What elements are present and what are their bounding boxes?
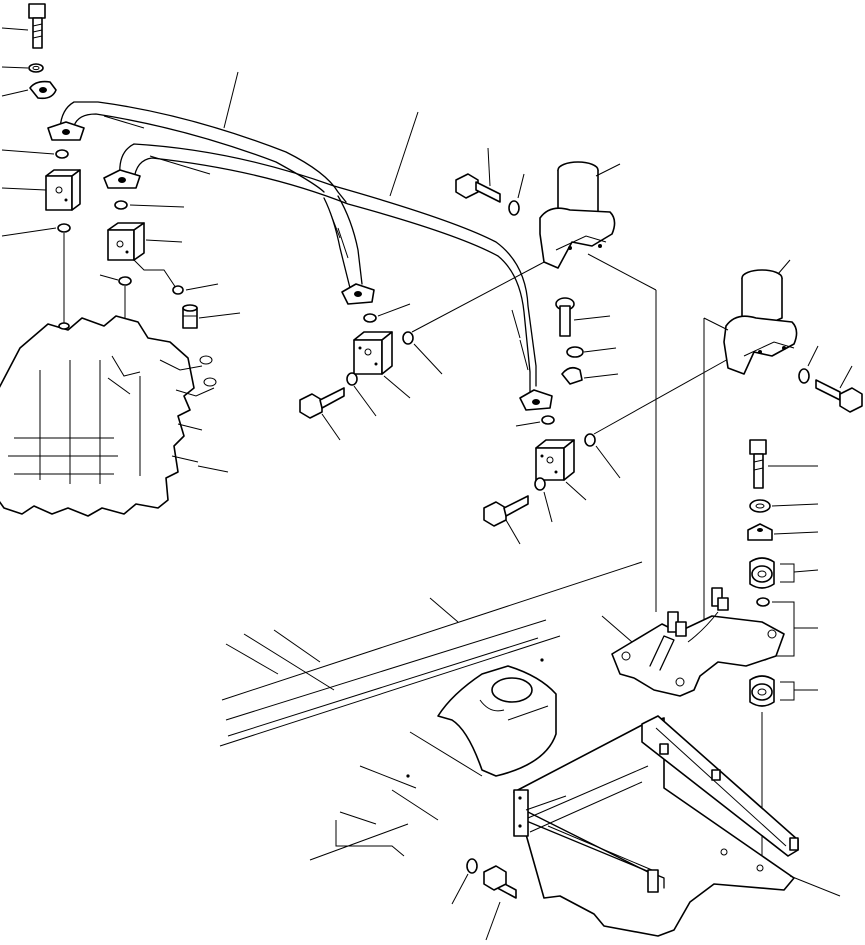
leader-line <box>601 615 633 643</box>
leader-line <box>389 111 419 197</box>
connector-block-center <box>353 331 393 375</box>
leader-line <box>485 901 501 941</box>
leader-line <box>1 149 55 155</box>
solenoid-valve-2 <box>723 269 798 375</box>
washer <box>508 200 520 216</box>
bolt-vertical <box>555 297 575 337</box>
connection-line <box>411 259 549 333</box>
leader-line <box>565 481 587 501</box>
washer <box>566 346 584 358</box>
left-bolt <box>28 3 46 49</box>
bolt-center <box>299 387 345 419</box>
o-ring <box>114 200 128 210</box>
leader-line <box>198 312 241 319</box>
rubber-mount-lower <box>749 675 775 707</box>
leader-line <box>451 873 469 905</box>
frame-lines <box>219 561 643 861</box>
bracket-callout <box>780 563 795 583</box>
leader-line <box>133 259 177 289</box>
leader-line <box>1 66 29 69</box>
washer <box>534 477 546 491</box>
leader-line <box>773 531 819 535</box>
leader-line <box>583 373 619 379</box>
bracket-callout <box>780 681 795 701</box>
connection-line <box>593 357 731 435</box>
leader-line <box>1 89 29 97</box>
leader-line <box>505 519 521 545</box>
leader-line <box>185 283 219 291</box>
washer <box>749 499 771 513</box>
fitting-elbow <box>561 366 583 385</box>
leader-line <box>1 27 29 31</box>
o-ring <box>57 223 71 233</box>
bolt-solenoid-2 <box>815 379 863 413</box>
bolt-right-block <box>483 495 529 527</box>
bracket-base-plate <box>513 717 795 937</box>
leader-line <box>595 163 621 177</box>
hose-lower <box>103 143 553 411</box>
leader-line <box>197 465 229 473</box>
leader-line <box>543 491 553 523</box>
o-ring <box>363 313 377 323</box>
hose-upper <box>47 101 375 305</box>
leader-line <box>223 71 239 129</box>
leader-line <box>129 204 185 208</box>
leader-line <box>573 315 611 321</box>
bracket-callout <box>772 601 818 657</box>
rubber-mount-upper <box>749 557 775 589</box>
o-ring <box>172 285 184 295</box>
frame-bracket-center <box>406 658 557 778</box>
washer <box>466 858 478 874</box>
o-ring <box>55 149 69 159</box>
washer <box>346 372 358 386</box>
solenoid-mounting-plate <box>611 587 785 697</box>
leader-line <box>595 445 621 479</box>
leader-line <box>1 227 57 237</box>
connection-line <box>703 317 729 331</box>
leader-line <box>777 259 791 275</box>
leader-line <box>1 187 47 191</box>
o-ring <box>584 433 596 447</box>
leader-line <box>789 875 841 897</box>
control-valve-assembly <box>0 315 217 517</box>
washer-hole <box>755 503 765 509</box>
leader-line <box>771 503 819 507</box>
leader-line <box>583 347 617 353</box>
o-ring <box>118 276 132 286</box>
split-flange-half <box>29 80 57 100</box>
leader-line <box>145 239 183 243</box>
o-ring <box>756 597 770 607</box>
connection-line <box>587 253 657 291</box>
leader-line <box>525 795 567 811</box>
left-washer <box>28 63 44 73</box>
leader-line <box>793 569 819 573</box>
leader-line <box>99 274 119 281</box>
plug-fitting <box>182 304 198 329</box>
leader-line <box>487 147 491 187</box>
leader-line <box>377 303 411 317</box>
connector-block-left <box>45 169 81 211</box>
leader-line <box>839 365 853 389</box>
leader-line <box>383 375 411 399</box>
bolt-bottom <box>483 865 517 899</box>
mount-bolt <box>749 439 767 489</box>
o-ring <box>541 415 555 425</box>
bolt-upper <box>455 173 501 203</box>
cushion-plate <box>747 523 773 541</box>
leader-line <box>517 173 525 199</box>
connector-block-right <box>535 439 575 481</box>
side-bracket-right <box>641 715 799 857</box>
leader-line <box>807 345 819 367</box>
o-ring <box>402 331 414 345</box>
leader-line <box>321 413 341 441</box>
leader-line <box>413 343 443 375</box>
washer <box>798 368 810 384</box>
leader-line <box>515 421 541 427</box>
solenoid-valve-1 <box>539 161 616 269</box>
connector-block-mid <box>107 222 145 261</box>
leader-line <box>353 385 377 417</box>
